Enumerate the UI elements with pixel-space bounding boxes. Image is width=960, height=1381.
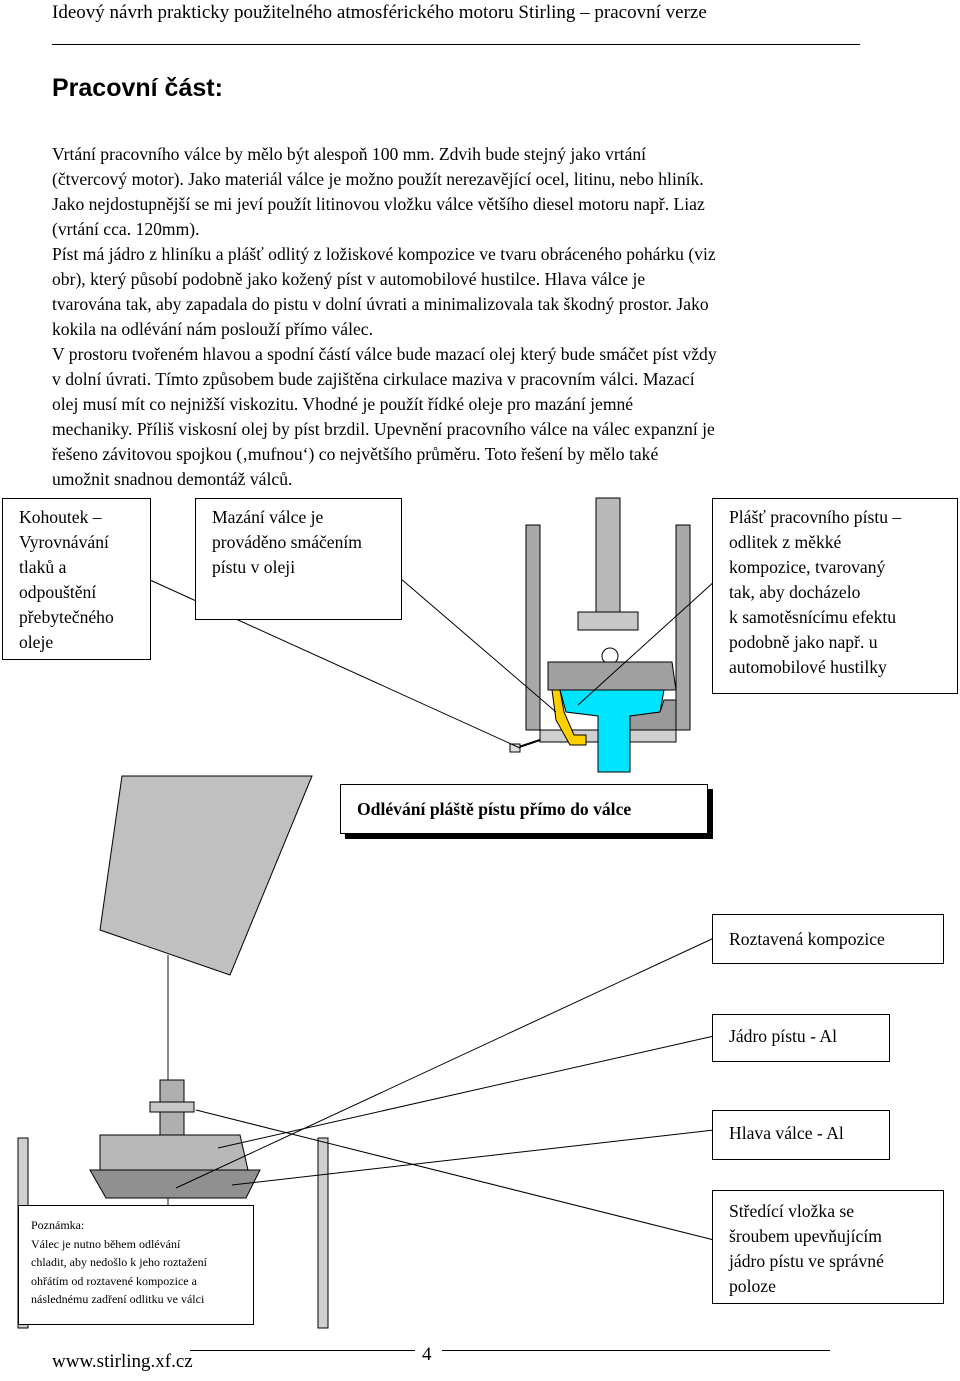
- body-line: Jako nejdostupnější se mi jeví použít li…: [52, 194, 705, 214]
- piston-core: [559, 689, 665, 773]
- rod-nut: [577, 611, 639, 631]
- body-line: v dolní úvrati. Tímto způsobem bude zaji…: [52, 369, 695, 389]
- working-cylinder-drawing: [509, 497, 691, 773]
- callout-stredici: Středící vložka se šroubem upevňujícím j…: [712, 1190, 944, 1304]
- body-line: řešeno závitovou spojkou (‚mufnou‘) co n…: [52, 444, 659, 464]
- body-line: kokila na odlévání nám poslouží přímo vá…: [52, 319, 374, 339]
- cylinder-wall-left: [525, 524, 541, 731]
- body-line: umožnit snadnou demontáž válců.: [52, 469, 293, 489]
- body-line: Vrtání pracovního válce by mělo být ales…: [52, 144, 647, 164]
- callout-roztavena: Roztavená kompozice: [712, 914, 944, 964]
- body-line: tvarována tak, aby zapadala do pistu v d…: [52, 294, 709, 314]
- callout-mazani: Mazání válce je prováděno smáčením pístu…: [195, 498, 402, 620]
- body-line: mechaniky. Příliš viskosní olej by píst …: [52, 419, 715, 439]
- piston-rod: [595, 497, 621, 619]
- footer-rule: [190, 1350, 415, 1351]
- body-line: olej musí mít co nejnižší viskozitu. Vho…: [52, 394, 634, 414]
- callout-kohoutek: Kohoutek – Vyrovnávání tlaků a odpouštěn…: [2, 498, 151, 660]
- header-rule: [52, 44, 860, 45]
- note-box: Poznámka: Válec je nutno během odlévání …: [18, 1205, 254, 1325]
- footer-rule: [442, 1350, 830, 1351]
- body-line: obr), který působí podobně jako kožený p…: [52, 269, 646, 289]
- cylinder-head: [547, 661, 677, 691]
- body-line: (vrtání cca. 120mm).: [52, 219, 200, 239]
- callout-odlevani: Odlévání pláště pístu přímo do válce: [340, 784, 708, 834]
- page-number: 4: [422, 1344, 432, 1365]
- callout-hlava: Hlava válce - Al: [712, 1110, 890, 1160]
- page-header-title: Ideový návrh prakticky použitelného atmo…: [52, 2, 707, 23]
- body-text: Vrtání pracovního válce by mělo být ales…: [52, 142, 872, 492]
- piston-shell: [551, 689, 587, 746]
- callout-jadro: Jádro pístu - Al: [712, 1014, 890, 1062]
- cylinder-wall-right: [675, 524, 691, 731]
- ladle: [99, 775, 313, 976]
- body-line: (čtvercový motor). Jako materiál válce j…: [52, 169, 704, 189]
- cylinder-head-lower: [89, 1169, 261, 1199]
- callout-plast: Plášť pracovního pístu – odlitek z měkké…: [712, 498, 958, 694]
- section-title: Pracovní část:: [52, 74, 223, 102]
- footer-url[interactable]: www.stirling.xf.cz: [52, 1351, 193, 1372]
- body-line: Píst má jádro z hliníku a plášť odlitý z…: [52, 244, 716, 264]
- centering-nut: [149, 1101, 195, 1113]
- casting-drawing: [17, 1079, 329, 1329]
- body-line: V prostoru tvořeném hlavou a spodní část…: [52, 344, 717, 364]
